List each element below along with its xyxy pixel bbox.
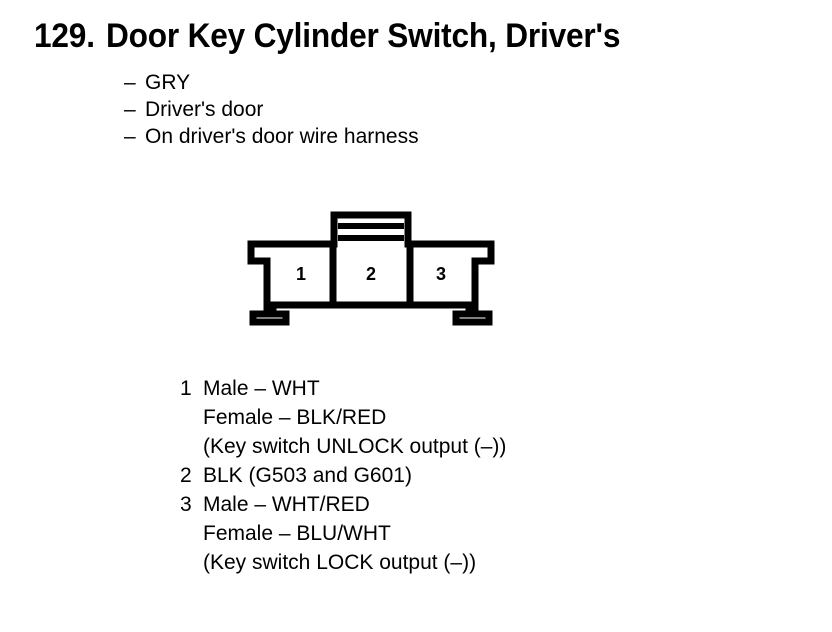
legend-pin-lines: Male – WHT Female – BLK/RED (Key switch … [203, 374, 506, 461]
legend-pin-lines: BLK (G503 and G601) [203, 461, 412, 490]
list-item: – On driver's door wire harness [124, 123, 419, 150]
legend-line: Male – WHT/RED [203, 493, 370, 516]
legend-line: (Key switch UNLOCK output (–)) [203, 435, 507, 458]
pin-number-1: 1 [296, 264, 306, 284]
bullet-dash-icon: – [124, 98, 136, 121]
legend-pin-index: 2 [180, 464, 192, 487]
legend-line: Male – WHT [203, 377, 320, 400]
legend-entry: 1 Male – WHT Female – BLK/RED (Key switc… [180, 374, 506, 461]
pin-legend: 1 Male – WHT Female – BLK/RED (Key switc… [180, 374, 506, 577]
pin-number-3: 3 [436, 264, 446, 284]
connector-body-outline [247, 211, 495, 326]
legend-pin-index: 3 [180, 493, 192, 516]
legend-line: Female – BLK/RED [203, 406, 387, 429]
legend-line: (Key switch LOCK output (–)) [203, 551, 477, 574]
page-title: 129. Door Key Cylinder Switch, Driver's [34, 17, 620, 56]
legend-pin-index: 1 [180, 377, 192, 400]
legend-pin-lines: Male – WHT/RED Female – BLU/WHT (Key swi… [203, 490, 476, 577]
list-item-label: Driver's door [145, 98, 264, 121]
legend-entry: 2 BLK (G503 and G601) [180, 461, 506, 490]
legend-line: BLK (G503 and G601) [203, 464, 412, 487]
bullet-dash-icon: – [124, 71, 136, 94]
pin-number-2: 2 [366, 264, 376, 284]
section-number: 129. [34, 17, 95, 55]
list-item-label: GRY [145, 71, 191, 94]
list-item-label: On driver's door wire harness [145, 125, 419, 148]
section-title-text: Door Key Cylinder Switch, Driver's [105, 17, 621, 55]
bullet-dash-icon: – [124, 125, 136, 148]
legend-line: Female – BLU/WHT [203, 522, 391, 545]
list-item: – GRY [124, 69, 419, 96]
legend-entry: 3 Male – WHT/RED Female – BLU/WHT (Key s… [180, 490, 506, 577]
connector-diagram: 1 2 3 [240, 204, 502, 330]
list-item: – Driver's door [124, 96, 419, 123]
attribute-list: – GRY – Driver's door – On driver's door… [124, 69, 419, 150]
